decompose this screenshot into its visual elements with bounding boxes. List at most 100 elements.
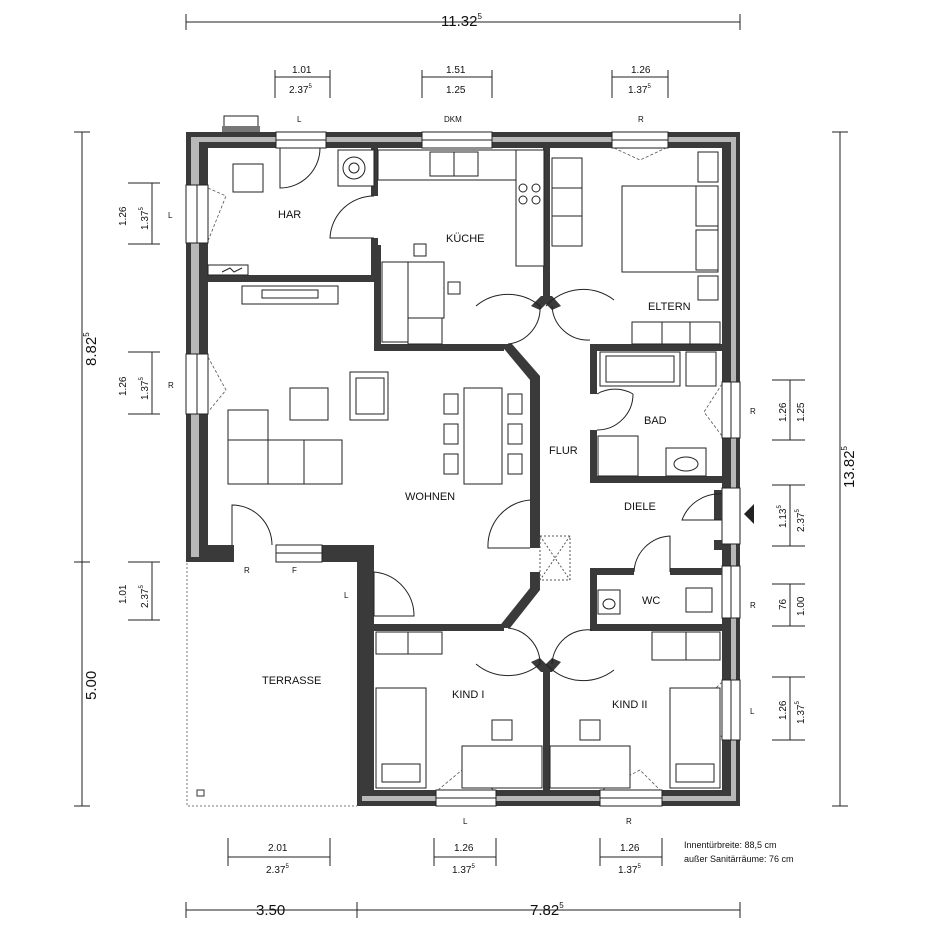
right-window2-a-sup: 5: [777, 505, 783, 509]
svg-text:13.825: 13.825: [840, 445, 858, 488]
svg-text:2.375: 2.375: [289, 84, 312, 96]
top-window2-top: 1.51: [446, 65, 466, 76]
terrace-mark-f: F: [292, 566, 297, 575]
top-window1-top: 1.01: [292, 65, 312, 76]
left-window3-b-sup: 5: [139, 585, 145, 589]
right-dimensions: 13.825 1.26 1.25 1.135 2.375 76 1.00 1.2…: [750, 402, 858, 724]
right-mark-l: L: [750, 707, 755, 716]
bottom-window1-bot: 2.37: [266, 865, 286, 876]
room-label-kind1: KIND I: [452, 689, 484, 701]
left-window3-b: 2.37: [140, 588, 151, 608]
right-overall-sup: 5: [840, 445, 849, 450]
right-window1-b: 1.25: [796, 402, 807, 422]
bottom-left-dim: 3.50: [256, 902, 285, 919]
bottom-dimensions: 2.01 2.375 1.26 1.375 1.26 1.375 3.50 7.…: [244, 566, 641, 919]
left-window2-b-sup: 5: [139, 377, 145, 381]
left-window1-b: 1.37: [140, 210, 151, 230]
svg-text:2.375: 2.375: [139, 585, 151, 608]
bottom-mark-r: R: [626, 817, 632, 826]
right-window1-a: 1.26: [778, 402, 789, 422]
right-window4-a: 1.26: [778, 700, 789, 720]
room-label-eltern: ELTERN: [648, 301, 691, 313]
svg-text:1.135: 1.135: [777, 505, 789, 528]
room-label-terrasse: TERRASSE: [262, 675, 321, 687]
right-window2-b-sup: 5: [795, 509, 801, 513]
right-overall-dim: 13.82: [841, 450, 858, 488]
furniture: [207, 115, 754, 789]
svg-text:1.375: 1.375: [618, 864, 641, 876]
top-mark-l: L: [297, 115, 302, 124]
bottom-right-sup: 5: [559, 901, 564, 910]
right-window3-a: 76: [778, 598, 789, 610]
svg-text:8.825: 8.825: [82, 332, 100, 366]
terrace-mark-l: L: [344, 591, 349, 600]
left-mark-l: L: [168, 211, 173, 220]
left-upper-dim: 8.82: [83, 337, 100, 366]
terrace-outline: [186, 563, 357, 807]
right-window4-b-sup: 5: [795, 701, 801, 705]
svg-text:11.325: 11.325: [441, 12, 482, 30]
left-upper-sup: 5: [82, 332, 91, 337]
left-dimensions: 8.825 5.00 1.26 1.375 1.26 1.375 1.01 2.…: [82, 206, 174, 700]
svg-text:2.375: 2.375: [266, 864, 289, 876]
right-window2-b: 2.37: [796, 512, 807, 532]
svg-text:1.375: 1.375: [452, 864, 475, 876]
svg-text:7.825: 7.825: [530, 901, 564, 919]
room-label-kind2: KIND II: [612, 699, 647, 711]
room-label-har: HAR: [278, 209, 301, 221]
bottom-window1-bot-sup: 5: [285, 864, 289, 870]
room-label-diele: DIELE: [624, 501, 656, 513]
right-mark-r1: R: [750, 407, 756, 416]
room-label-wohnen: WOHNEN: [405, 491, 455, 503]
top-window1-bot: 2.37: [289, 85, 309, 96]
room-label-kueche: KÜCHE: [446, 233, 485, 245]
right-window4-b: 1.37: [796, 704, 807, 724]
bottom-right-dim: 7.82: [530, 902, 559, 919]
note-line-2: außer Sanitärräume: 76 cm: [684, 854, 794, 864]
interior-walls: [208, 148, 722, 790]
left-window2-b: 1.37: [140, 380, 151, 400]
left-mark-r: R: [168, 381, 174, 390]
bottom-mark-l: L: [463, 817, 468, 826]
note-line-1: Innentürbreite: 88,5 cm: [684, 840, 777, 850]
svg-text:1.375: 1.375: [795, 701, 807, 724]
top-window1-bot-sup: 5: [308, 84, 312, 90]
bottom-window3-top: 1.26: [620, 843, 640, 854]
right-mark-r2: R: [750, 601, 756, 610]
dimension-lines: [74, 14, 848, 918]
svg-text:1.375: 1.375: [628, 84, 651, 96]
bottom-window2-top: 1.26: [454, 843, 474, 854]
top-window3-bot: 1.37: [628, 85, 648, 96]
door-width-note: Innentürbreite: 88,5 cm außer Sanitärräu…: [684, 840, 794, 864]
room-label-flur: FLUR: [549, 445, 578, 457]
room-labels: HAR KÜCHE ELTERN WOHNEN FLUR BAD DIELE W…: [262, 209, 691, 711]
top-dimensions: 11.325 1.01 2.375 1.51 1.25 1.26 1.375 L…: [289, 12, 651, 124]
left-window2-a: 1.26: [118, 376, 129, 396]
top-overall-sup: 5: [477, 12, 482, 21]
bottom-window3-bot-sup: 5: [637, 864, 641, 870]
bottom-window3-bot: 1.37: [618, 865, 638, 876]
top-window3-bot-sup: 5: [647, 84, 651, 90]
right-window2-a: 1.13: [778, 508, 789, 528]
bottom-window1-top: 2.01: [268, 843, 288, 854]
top-window3-top: 1.26: [631, 65, 651, 76]
left-window1-b-sup: 5: [139, 207, 145, 211]
svg-text:1.375: 1.375: [139, 377, 151, 400]
left-lower-dim: 5.00: [83, 671, 100, 700]
left-window3-a: 1.01: [118, 584, 129, 604]
room-label-bad: BAD: [644, 415, 667, 427]
doors: [231, 147, 723, 682]
top-mark-r: R: [638, 115, 644, 124]
top-overall-dim: 11.32: [441, 13, 477, 30]
room-label-wc: WC: [642, 595, 660, 607]
bottom-window2-bot: 1.37: [452, 865, 472, 876]
bottom-window2-bot-sup: 5: [471, 864, 475, 870]
window-panes: [196, 139, 732, 799]
right-window3-b: 1.00: [796, 596, 807, 616]
svg-text:1.375: 1.375: [139, 207, 151, 230]
left-window1-a: 1.26: [118, 206, 129, 226]
top-mark-dkm: DKM: [444, 115, 462, 124]
top-window2-bot: 1.25: [446, 85, 466, 96]
svg-text:2.375: 2.375: [795, 509, 807, 532]
